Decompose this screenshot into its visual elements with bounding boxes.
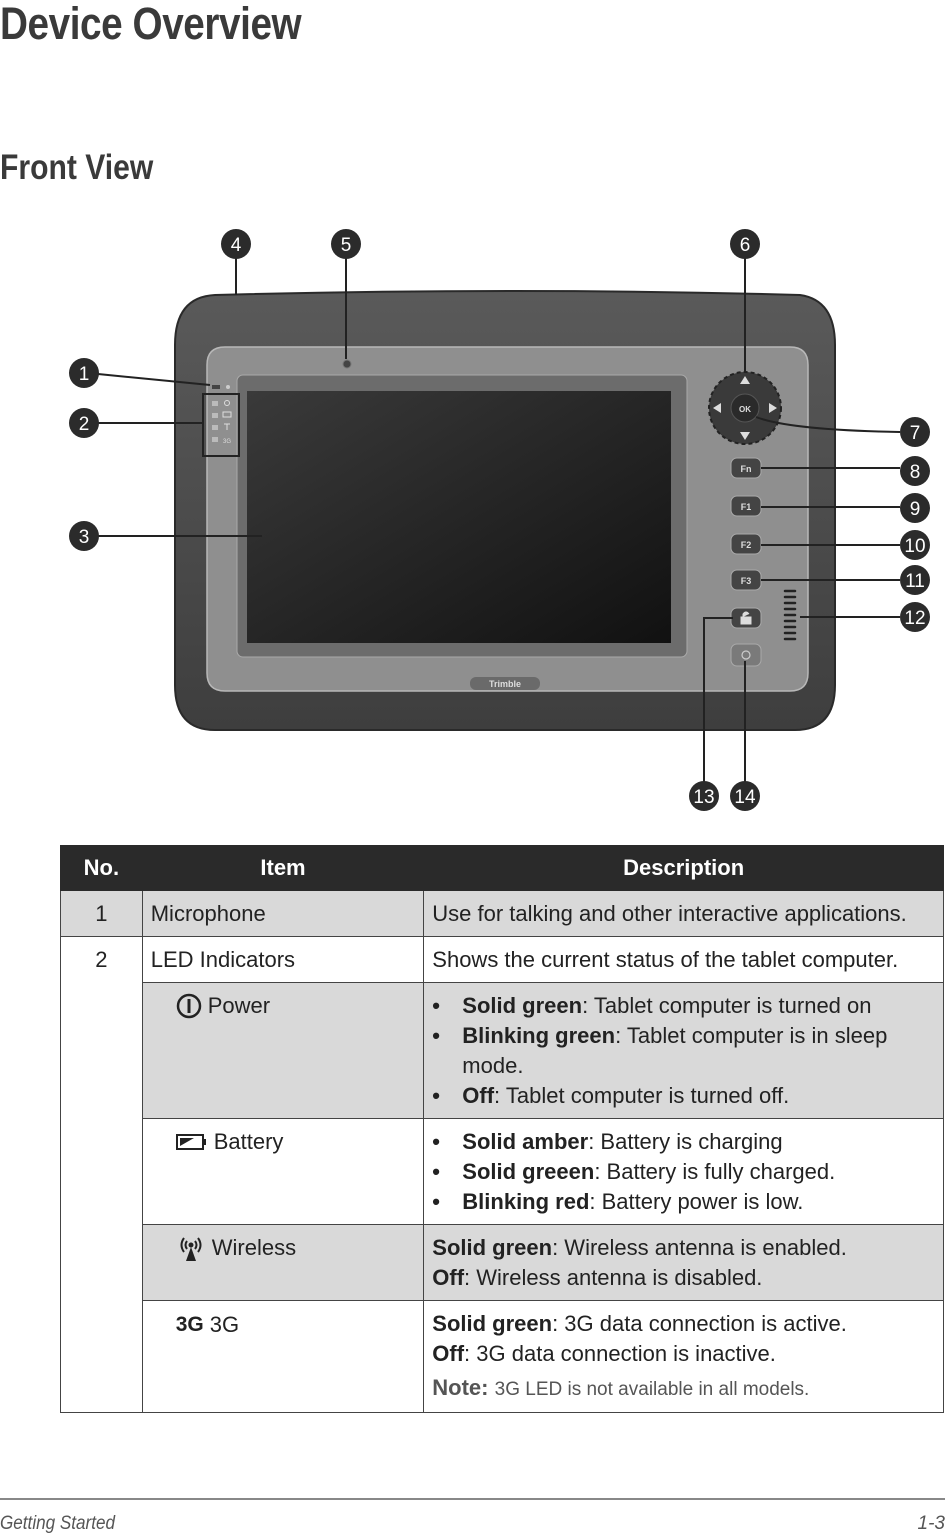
wireless-icon (180, 1237, 202, 1261)
lock-icon (740, 611, 752, 625)
table-row: 2 LED Indicators Shows the current statu… (60, 936, 944, 1413)
callout-4: 4 (231, 235, 242, 256)
header-item: Item (141, 845, 425, 891)
status-label: Solid green (432, 1311, 553, 1336)
table-row: Power Solid green: Tablet computer is tu… (61, 982, 944, 1119)
f1-button-label: F1 (741, 502, 752, 512)
row-no: 2 (60, 936, 143, 1413)
f3-button-label: F3 (741, 576, 752, 586)
section-title: Front View (0, 148, 154, 187)
table-row: 3G 3G Solid green: 3G data connection is… (61, 1300, 944, 1413)
callout-6: 6 (740, 235, 751, 256)
arrow-down-icon (740, 432, 750, 440)
footer-divider (0, 1498, 945, 1500)
led-indicators: 3G (212, 400, 232, 445)
header-no: No. (60, 845, 143, 891)
3g-label: 3G (209, 1312, 240, 1337)
callout-5: 5 (341, 235, 352, 256)
status-label: Off (432, 1341, 465, 1366)
row-desc: Use for talking and other interactive ap… (423, 890, 944, 937)
table-row: Battery Solid amber: Battery is charging… (61, 1118, 944, 1225)
brand-logo: Trimble (489, 679, 521, 689)
status-label: Solid amber (462, 1129, 589, 1154)
status-label: Solid green (432, 1235, 553, 1260)
arrow-up-icon (740, 376, 750, 384)
callout-8: 8 (910, 462, 921, 483)
row-no: 1 (60, 890, 143, 937)
row-item: LED Indicators (141, 936, 425, 983)
status-label: Blinking green (462, 1023, 616, 1048)
arrow-right-icon (769, 403, 777, 413)
row-item: Microphone (141, 890, 425, 937)
callout-13: 13 (693, 787, 714, 808)
svg-text:3G: 3G (223, 439, 231, 445)
ok-button-label: OK (739, 405, 751, 414)
f2-button-label: F2 (741, 540, 752, 550)
page-title: Device Overview (0, 0, 302, 49)
status-label: Solid greeen (462, 1159, 595, 1184)
row-desc: Shows the current status of the tablet c… (423, 936, 944, 983)
3g-icon: 3G (175, 1313, 204, 1336)
callout-12: 12 (904, 608, 925, 629)
power-label: Power (207, 993, 271, 1018)
device-front-view-figure: 3G OK Fn F1 F2 F3 Trimble (69, 229, 930, 811)
note-label: Note: (432, 1375, 489, 1400)
battery-label: Battery (213, 1129, 284, 1154)
callout-1: 1 (79, 364, 90, 385)
power-icon (741, 650, 751, 660)
callout-10: 10 (904, 536, 925, 557)
table-header-row: No. Item Description (60, 845, 944, 891)
function-buttons: Fn F1 F2 F3 (730, 457, 762, 667)
callout-7: 7 (910, 423, 921, 444)
status-label: Off (432, 1265, 465, 1290)
footer-page-number: 1-3 (917, 1513, 945, 1534)
status-label: Blinking red (462, 1189, 590, 1214)
footer-section-name: Getting Started (0, 1513, 116, 1534)
header-description: Description (423, 845, 944, 891)
callout-14: 14 (734, 787, 756, 808)
table-row: 1 Microphone Use for talking and other i… (60, 890, 944, 937)
wireless-label: Wireless (211, 1235, 297, 1260)
touch-screen (247, 391, 671, 643)
fn-button-label: Fn (741, 464, 752, 474)
led-panel (202, 393, 240, 457)
camera-icon (342, 359, 352, 369)
status-label: Off (462, 1083, 495, 1108)
callout-3: 3 (79, 527, 90, 548)
note-text: 3G LED is not available in all models. (494, 1379, 810, 1400)
component-table: No. Item Description 1 Microphone Use fo… (60, 845, 944, 1413)
callout-9: 9 (910, 499, 921, 520)
power-led-icon (176, 993, 201, 1019)
callout-11: 11 (905, 571, 925, 592)
table-row: Wireless Solid green: Wireless antenna i… (61, 1224, 944, 1301)
speaker-grille (783, 589, 797, 641)
callout-2: 2 (79, 414, 90, 435)
battery-icon (175, 1134, 206, 1150)
arrow-left-icon (713, 403, 721, 413)
status-label: Solid green (462, 993, 583, 1018)
